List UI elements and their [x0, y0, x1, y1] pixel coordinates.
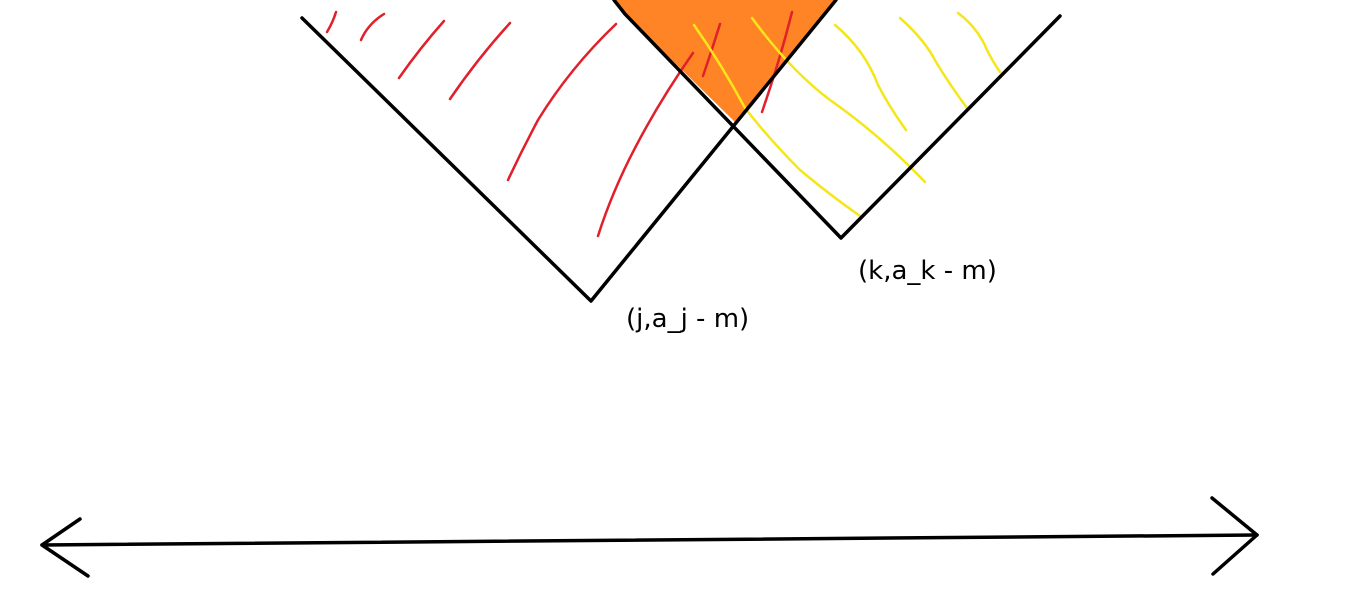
- red-hatch-line: [397, 19, 446, 80]
- yellow-hatch-line: [898, 16, 969, 110]
- yellow-hatch-line: [833, 23, 908, 132]
- yellow-hatch-line: [750, 16, 927, 184]
- yellow-hatch-line: [692, 23, 862, 218]
- red-hatch-line: [506, 22, 618, 182]
- red-hatch-line: [448, 21, 512, 101]
- axis-line: [40, 533, 1259, 547]
- left-arrowhead: [40, 517, 90, 578]
- right-cone-outline: [612, 0, 1062, 240]
- point-j-label: (j,a_j - m): [626, 304, 750, 334]
- red-hatch-line: [325, 10, 338, 34]
- cone-outlines: [300, 0, 1062, 303]
- red-hatch-line: [359, 12, 386, 42]
- point-k-label: (k,a_k - m): [858, 256, 997, 286]
- red-hatch-line: [760, 10, 794, 114]
- overlap-region: [614, 0, 836, 124]
- axis-arrow: [40, 496, 1259, 578]
- red-hatch-line: [596, 51, 695, 238]
- right-cone-hatching: [692, 11, 1002, 218]
- left-cone-hatching: [325, 10, 794, 238]
- left-cone-outline: [300, 0, 838, 303]
- right-arrowhead: [1210, 496, 1259, 576]
- yellow-hatch-line: [956, 11, 1002, 74]
